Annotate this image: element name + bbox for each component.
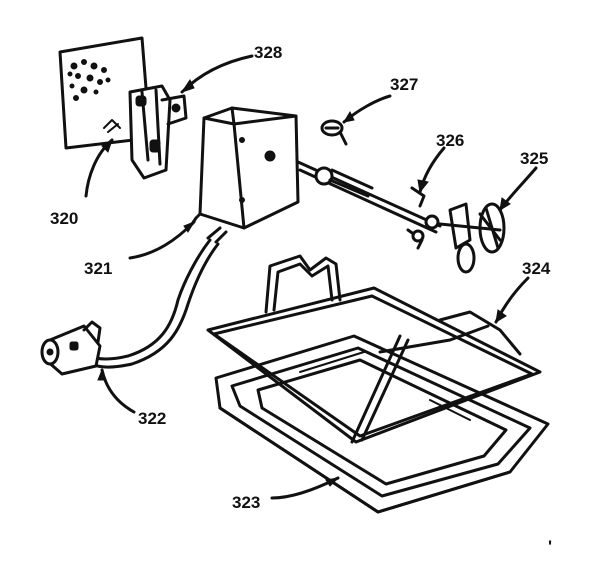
- callout-325: 325: [520, 149, 548, 168]
- stray-mark: ': [548, 537, 552, 556]
- drip-pan: [214, 334, 550, 514]
- callout-323: 323: [232, 493, 260, 512]
- motor-box: [190, 106, 300, 230]
- spit-fork: [438, 202, 506, 274]
- callout-320: 320: [50, 209, 78, 228]
- plate-small-mark: [103, 119, 121, 133]
- leader-322: [100, 368, 136, 414]
- plate-speckle-pattern: [67, 59, 111, 101]
- callout-327: 327: [390, 75, 418, 94]
- callout-324: 324: [522, 259, 551, 278]
- callout-328: 328: [254, 43, 282, 62]
- leader-lines: [84, 54, 538, 500]
- bracket: [128, 84, 188, 180]
- power-cord: [40, 226, 228, 376]
- callout-326: 326: [436, 131, 464, 150]
- plug: [40, 320, 102, 376]
- callout-321: 321: [84, 259, 112, 278]
- spit-rod: [296, 160, 442, 250]
- callout-labels: 320 321 322 323 324 325 326 327 328 ': [50, 43, 552, 556]
- screw: [320, 119, 348, 146]
- callout-322: 322: [138, 409, 166, 428]
- rack: [206, 254, 542, 444]
